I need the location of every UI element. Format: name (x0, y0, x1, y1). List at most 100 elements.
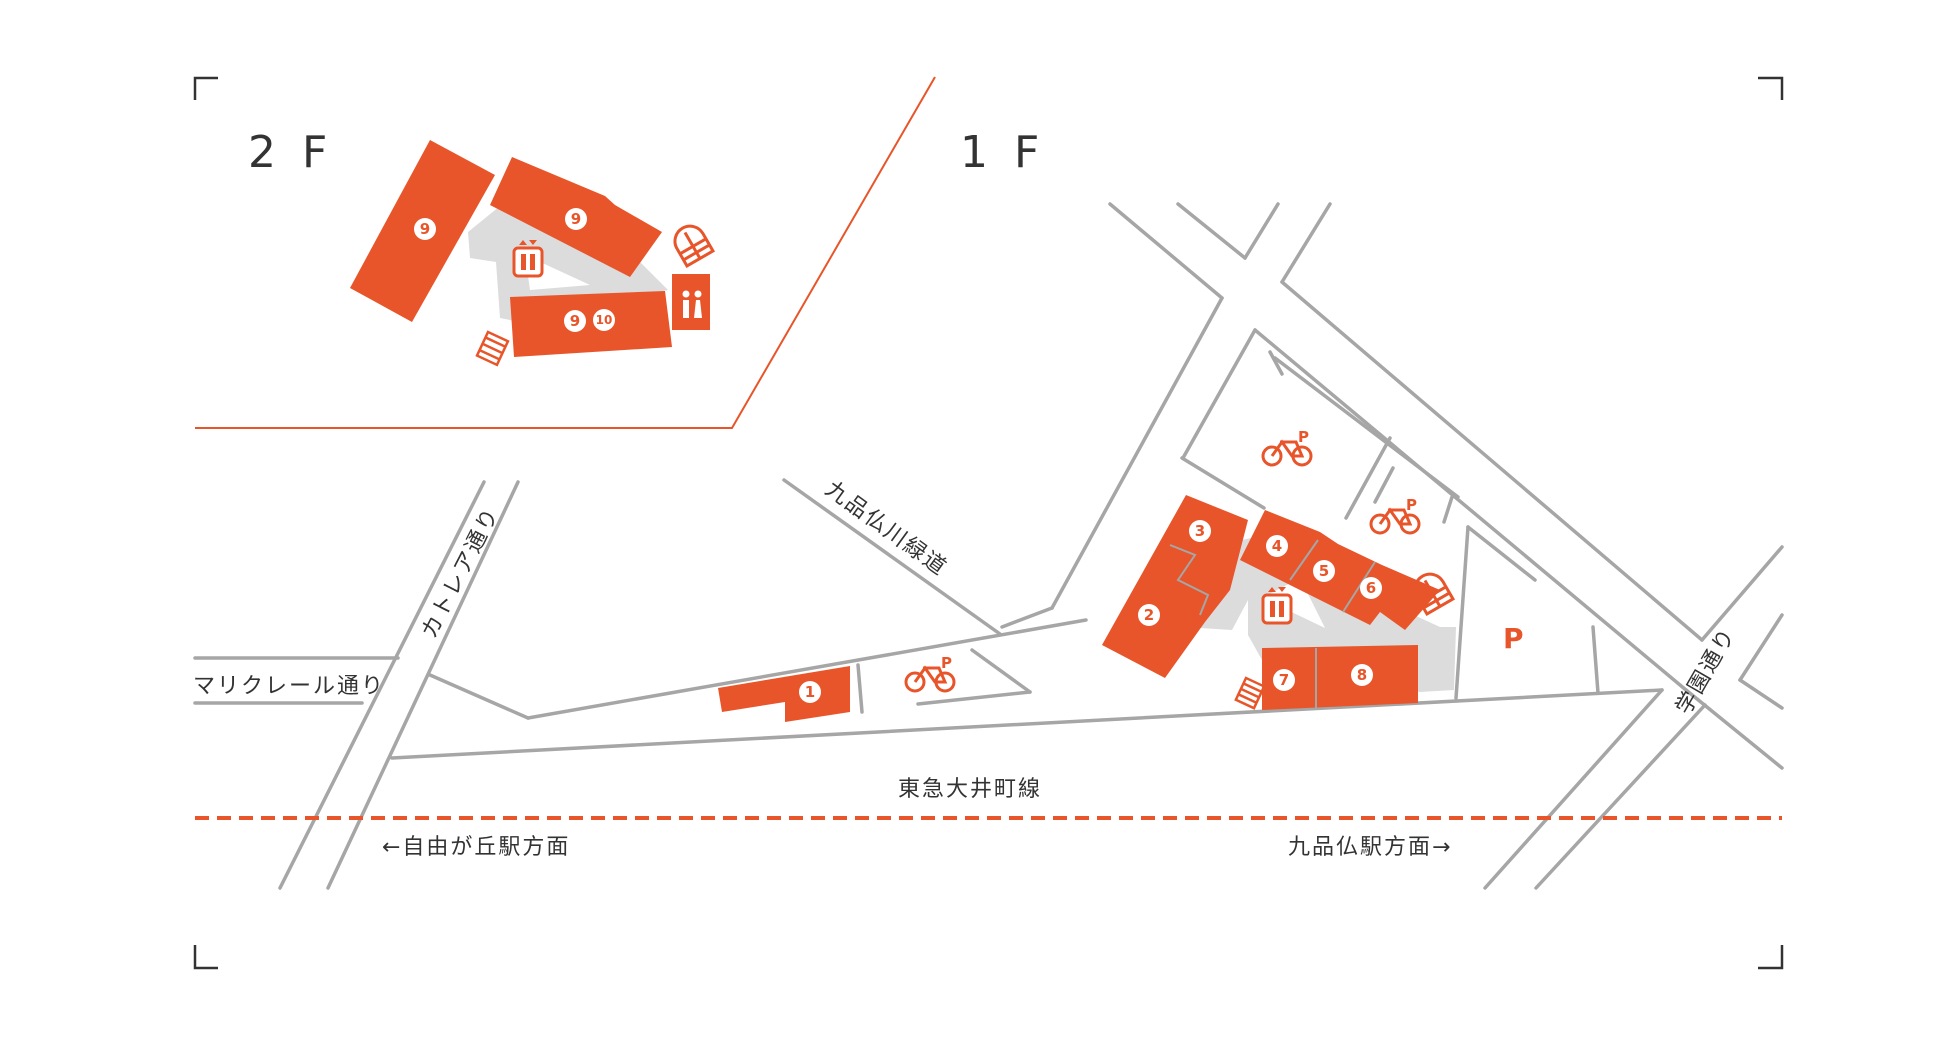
road-parking-east[interactable] (1591, 625, 1600, 695)
floor-label-2f: 2 F (248, 127, 333, 178)
road-north-west2[interactable] (1176, 202, 1247, 260)
road-west-link[interactable] (428, 673, 530, 720)
road-label-cattleya: カトレア通り (417, 503, 505, 643)
shop-number-marker (1189, 520, 1211, 542)
shop-number[interactable]: 9 (571, 210, 581, 228)
stairs-icon (673, 224, 716, 269)
shop-number[interactable]: 10 (596, 313, 613, 327)
shop-number-marker (1266, 535, 1288, 557)
corner-top-right (1758, 76, 1784, 100)
direction-jiyugaoka[interactable]: ←自由が丘駅方面 (382, 835, 570, 860)
building-5-6-divider (1342, 561, 1376, 613)
shop-number-marker (564, 310, 586, 332)
ground-shop-numbers: 1 2 3 4 5 6 7 8 (799, 520, 1382, 703)
shop-number-marker (593, 309, 615, 331)
road-main-south[interactable] (390, 688, 1664, 760)
road-gakuen-south-east2[interactable] (1738, 678, 1784, 710)
road-parking-west[interactable] (1454, 525, 1470, 700)
bicycle-parking-icon: P (1369, 496, 1421, 535)
road-cattleya-east[interactable] (326, 480, 520, 890)
shop-number[interactable]: 7 (1279, 671, 1289, 689)
road-north-west[interactable] (1108, 202, 1224, 300)
shop-number[interactable]: 3 (1195, 522, 1205, 540)
restroom-icon (682, 290, 702, 318)
corner-bottom-left (193, 945, 218, 970)
shop-number[interactable]: 9 (570, 312, 580, 330)
road-bike-lot-west[interactable] (856, 663, 864, 714)
road-inner-west[interactable] (1181, 328, 1257, 460)
floor-label-1f: 1 F (960, 127, 1045, 178)
building-1[interactable] (718, 666, 850, 722)
road-gakuen-west[interactable] (1483, 688, 1664, 890)
road-bike-lot-north[interactable] (970, 648, 1032, 694)
upper-floor-plan: 9 9 9 10 (350, 140, 716, 367)
road-mid-diagonal[interactable] (526, 618, 1088, 720)
road-label-ryokudo: 九品仏川緑道 (820, 477, 951, 582)
shop-number[interactable]: 4 (1272, 537, 1282, 555)
elevator-icon (512, 240, 544, 278)
building-2[interactable] (1102, 495, 1248, 678)
road-gakuen-north-east[interactable] (1700, 545, 1784, 642)
shop-number-marker (799, 681, 821, 703)
road-inner-north[interactable] (1273, 356, 1460, 499)
road-cattleya-west[interactable] (278, 480, 486, 890)
road-inner-south[interactable] (1180, 456, 1266, 510)
building-4-6[interactable] (1240, 510, 1440, 630)
bicycle-parking-icon: P (904, 654, 956, 693)
road-inner-divider3[interactable] (1442, 495, 1454, 524)
road-ryokudo-join[interactable] (1000, 606, 1054, 629)
bicycle-parking-mark: P (1406, 496, 1417, 514)
road-bike-lot-south[interactable] (916, 690, 1032, 706)
shop-number-marker (1360, 577, 1382, 599)
stairs-icon (475, 330, 510, 367)
shop-number[interactable]: 8 (1357, 666, 1367, 684)
bicycle-parking-mark: P (941, 654, 952, 672)
stairs-icon (1234, 676, 1266, 710)
railway-label: 東急大井町線 (898, 777, 1042, 802)
road-diagonal-east[interactable] (1280, 280, 1704, 642)
road-ryokudo-east[interactable] (1050, 296, 1224, 610)
road-inner-stub[interactable] (1268, 350, 1284, 376)
road-inner-divider2[interactable] (1344, 436, 1392, 520)
road-north-east[interactable] (1280, 202, 1332, 284)
ground-floor-plan: 1 2 3 4 5 6 7 8 (718, 495, 1456, 722)
building-2-3-divider (1169, 544, 1210, 616)
upper-restroom-block (672, 274, 710, 330)
stairs-icon (1413, 572, 1456, 617)
upper-shop-numbers: 9 9 9 10 (414, 208, 615, 332)
shop-number[interactable]: 6 (1366, 579, 1376, 597)
shop-number[interactable]: 1 (805, 683, 815, 701)
road-network[interactable] (193, 202, 1784, 890)
building-7-8[interactable] (1262, 645, 1418, 710)
shop-number-marker (1351, 664, 1373, 686)
shop-number-marker (414, 218, 436, 240)
road-gakuen-north-east2[interactable] (1738, 613, 1784, 682)
shop-number[interactable]: 2 (1144, 606, 1154, 624)
corner-top-left (193, 76, 218, 100)
road-gakuen-south-east[interactable] (1684, 688, 1784, 770)
shop-number-marker (565, 208, 587, 230)
shop-number[interactable]: 5 (1319, 562, 1329, 580)
road-parking-north[interactable] (1466, 525, 1537, 582)
car-parking-label[interactable]: P (1503, 622, 1524, 655)
shop-number-marker (1138, 604, 1160, 626)
road-diagonal-east2[interactable] (1253, 328, 1688, 692)
ground-void (1262, 578, 1325, 628)
upper-plaza (468, 202, 668, 322)
elevator-icon (1261, 587, 1293, 625)
upper-building-9-10[interactable] (510, 291, 672, 357)
road-north-mid[interactable] (1243, 202, 1280, 260)
shop-number[interactable]: 9 (420, 220, 430, 238)
road-ryokudo-west[interactable] (782, 478, 1002, 636)
bicycle-parking-icon: P (1261, 428, 1313, 467)
shop-number-marker (1273, 669, 1295, 691)
direction-kuhonbutsu[interactable]: 九品仏駅方面→ (1288, 835, 1452, 860)
road-label-marikurel: マリクレール通り (193, 674, 385, 699)
upper-floor-divider (195, 76, 936, 429)
road-inner-divider[interactable] (1373, 466, 1395, 504)
road-gakuen-east[interactable] (1534, 703, 1707, 890)
corner-bottom-right (1758, 945, 1784, 970)
frame-corners (193, 76, 1784, 970)
shop-number-marker (1313, 560, 1335, 582)
building-4-5-divider (1289, 539, 1319, 581)
